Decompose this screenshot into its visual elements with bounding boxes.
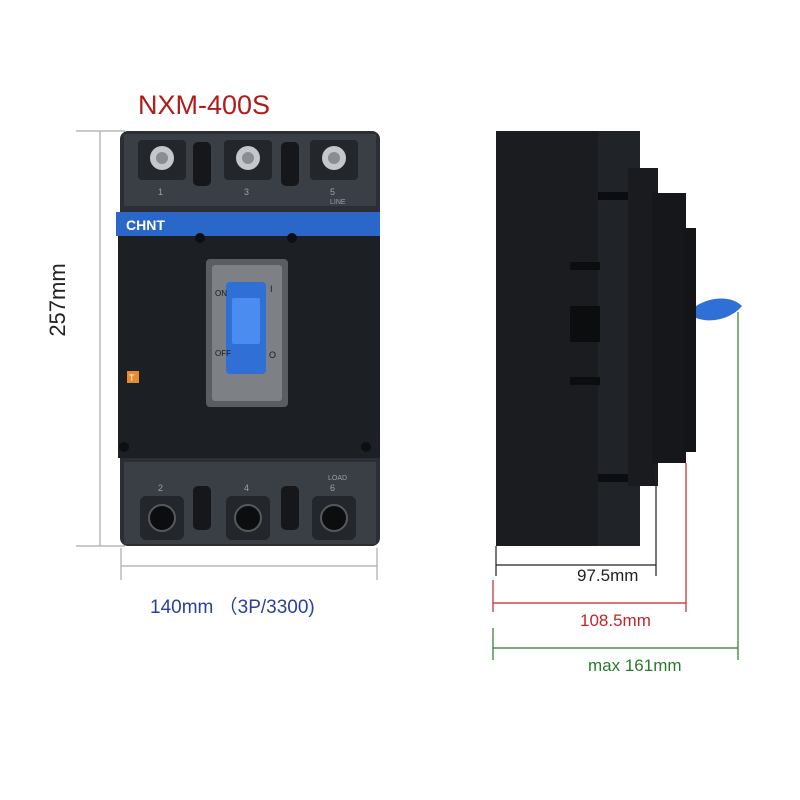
depth-body-label: 97.5mm [577, 566, 639, 585]
width-dimension-line [120, 548, 378, 580]
on-symbol: I [270, 284, 273, 294]
brand-logo: CHNT [126, 217, 165, 233]
product-title: NXM-400S [138, 90, 271, 120]
side-handle [696, 298, 742, 321]
depth-max-dimension [492, 312, 739, 660]
terminal-number-5: 5 [330, 187, 335, 197]
cover-screws [119, 233, 371, 452]
depth-body-dimension [495, 466, 657, 576]
load-terminals [140, 486, 356, 540]
side-slots [570, 192, 628, 482]
trip-badge [127, 371, 139, 383]
terminal-number-2: 2 [158, 483, 163, 493]
brand-band [116, 212, 380, 236]
on-label: ON [215, 289, 227, 298]
height-dimension-line [76, 130, 125, 547]
terminal-number-4: 4 [244, 483, 249, 493]
depth-max-label: max 161mm [588, 656, 682, 675]
off-label: OFF [215, 349, 231, 358]
front-view: 1 3 5 LINE CHNT T ON OFF I O [116, 131, 380, 546]
side-view [496, 131, 742, 546]
width-dimension-label: 140mm （3P/3300) [150, 597, 315, 618]
depth-handle-base-dimension [492, 463, 687, 612]
terminal-number-3: 3 [244, 187, 249, 197]
terminal-number-6: 6 [330, 483, 335, 493]
trip-badge-label: T [129, 373, 135, 383]
line-terminals [138, 140, 358, 186]
depth-handle-base-label: 108.5mm [580, 611, 651, 630]
off-symbol: O [269, 350, 276, 360]
line-label: LINE [330, 199, 346, 206]
terminal-number-1: 1 [158, 187, 163, 197]
load-label: LOAD [328, 475, 347, 482]
